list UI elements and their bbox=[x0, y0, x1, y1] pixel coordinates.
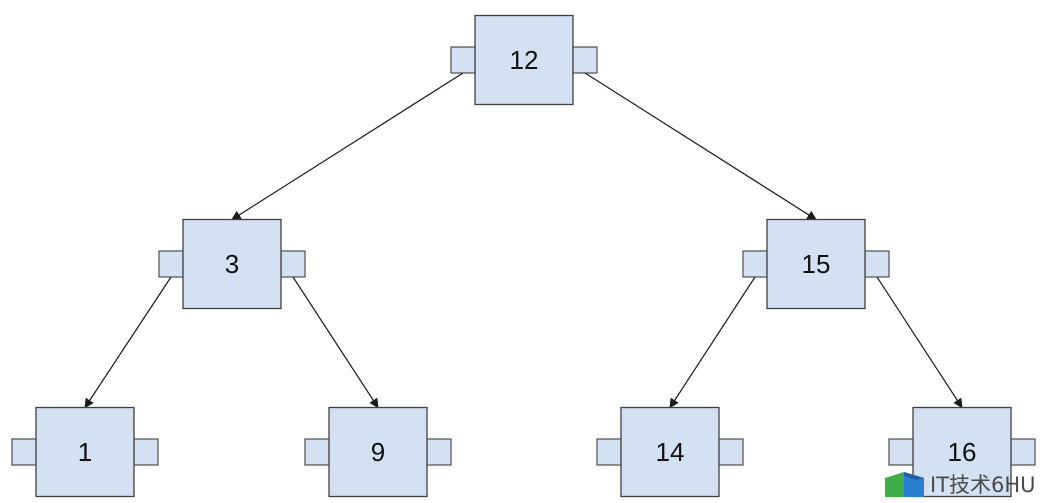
node-value-box bbox=[912, 406, 1012, 498]
edge-15-to-14 bbox=[669, 276, 756, 409]
right-pointer-slot bbox=[572, 46, 598, 74]
watermark-text: IT技术6HU bbox=[930, 473, 1036, 497]
tree-node-15: 15 bbox=[742, 218, 890, 310]
right-pointer-slot bbox=[280, 250, 306, 278]
nodes-layer: 12 3 15 1 9 14 16 bbox=[11, 14, 1036, 498]
right-pointer-slot bbox=[133, 438, 159, 466]
left-pointer-slot bbox=[304, 438, 330, 466]
node-label: 15 bbox=[802, 249, 831, 279]
tree-node-16: 16 bbox=[888, 406, 1036, 498]
tree-node-14: 14 bbox=[596, 406, 744, 498]
node-label: 12 bbox=[510, 45, 539, 75]
left-pointer-slot bbox=[888, 438, 914, 466]
node-label: 9 bbox=[371, 437, 385, 467]
edge-12-to-15 bbox=[584, 72, 817, 221]
edge-3-to-9 bbox=[292, 276, 379, 409]
node-label: 16 bbox=[948, 437, 977, 467]
node-value-box bbox=[182, 218, 282, 310]
right-pointer-slot bbox=[718, 438, 744, 466]
right-pointer-slot bbox=[1010, 438, 1036, 466]
node-value-box bbox=[474, 14, 574, 106]
node-label: 14 bbox=[656, 437, 685, 467]
node-label: 1 bbox=[78, 437, 92, 467]
edge-12-to-3 bbox=[231, 72, 464, 221]
left-pointer-slot bbox=[158, 250, 184, 278]
edges-layer bbox=[84, 72, 963, 409]
node-value-box bbox=[35, 406, 135, 498]
edge-3-to-1 bbox=[84, 276, 172, 409]
right-pointer-slot bbox=[426, 438, 452, 466]
node-value-box bbox=[766, 218, 866, 310]
right-pointer-slot bbox=[864, 250, 890, 278]
tree-node-1: 1 bbox=[11, 406, 159, 498]
tree-node-9: 9 bbox=[304, 406, 452, 498]
edge-15-to-16 bbox=[876, 276, 963, 409]
watermark: IT技术6HU bbox=[885, 472, 1036, 497]
node-label: 3 bbox=[225, 249, 239, 279]
tree-node-12: 12 bbox=[450, 14, 598, 106]
node-value-box bbox=[620, 406, 720, 498]
left-pointer-slot bbox=[450, 46, 476, 74]
watermark-logo-icon bbox=[885, 472, 924, 497]
left-pointer-slot bbox=[742, 250, 768, 278]
tree-node-3: 3 bbox=[158, 218, 306, 310]
left-pointer-slot bbox=[11, 438, 37, 466]
left-pointer-slot bbox=[596, 438, 622, 466]
node-value-box bbox=[328, 406, 428, 498]
